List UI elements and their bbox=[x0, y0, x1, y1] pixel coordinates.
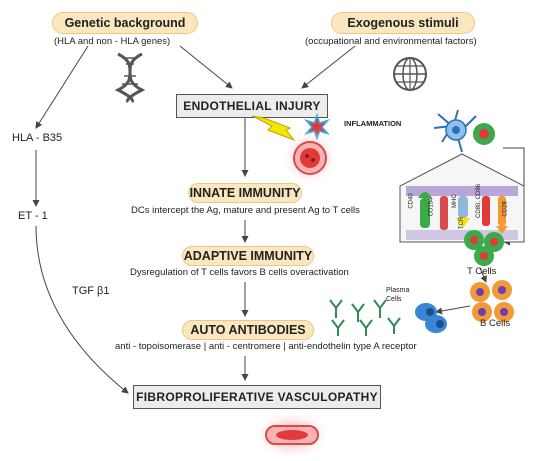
receptor-cd28-label: CD28 bbox=[502, 201, 509, 217]
t-cells-icon bbox=[464, 230, 504, 266]
antibody-icon bbox=[329, 299, 401, 336]
inflammation-burst-icon bbox=[304, 113, 330, 141]
innate-immunity-label: INNATE IMMUNITY bbox=[188, 183, 302, 203]
exogenous-stimuli-label: Exogenous stimuli bbox=[331, 12, 475, 34]
auto-antibodies-label: AUTO ANTIBODIES bbox=[182, 320, 314, 340]
lightning-icon bbox=[251, 115, 296, 142]
auto-antibodies-description: anti - topoisomerase | anti - centromere… bbox=[115, 341, 417, 352]
b-cells-label: B Cells bbox=[480, 318, 511, 329]
receptor-cd154-label: CD154 bbox=[428, 197, 435, 217]
receptor-mhc-label: MHC bbox=[451, 194, 458, 208]
genetic-background-subtitle: (HLA and non - HLA genes) bbox=[54, 36, 171, 47]
adaptive-immunity-description: Dysregulation of T cells favors B cells … bbox=[130, 267, 349, 278]
dendritic-cell-icon bbox=[433, 109, 495, 153]
receptor-cd80-cd86-label: CD80, CD86 bbox=[476, 183, 483, 219]
immune-synapse-panel bbox=[399, 153, 525, 243]
endothelial-injury-box: ENDOTHELIAL INJURY bbox=[176, 94, 328, 118]
genetic-background-label: Genetic background bbox=[52, 12, 198, 34]
plasma-cells-label: Plasma Cells bbox=[386, 287, 410, 303]
adaptive-immunity-label: ADAPTIVE IMMUNITY bbox=[182, 246, 314, 266]
dna-icon bbox=[114, 52, 146, 104]
exogenous-stimuli-subtitle: (occupational and environmental factors) bbox=[305, 36, 477, 47]
receptor-cd40-label: CD40 bbox=[408, 193, 415, 209]
tgf-beta1-label: TGF β1 bbox=[72, 285, 110, 297]
et-1-label: ET - 1 bbox=[18, 210, 48, 222]
inflammation-label: INFLAMMATION bbox=[344, 119, 402, 128]
fibroproliferative-vasculopathy-box: FIBROPROLIFERATIVE VASCULOPATHY bbox=[133, 385, 381, 409]
globe-icon bbox=[393, 57, 427, 91]
b-cells-icon bbox=[470, 280, 514, 322]
blood-vessel-icon bbox=[282, 130, 338, 186]
plasma-cells-icon bbox=[415, 303, 447, 333]
hla-b35-label: HLA - B35 bbox=[12, 132, 63, 144]
t-cells-label: T Cells bbox=[467, 266, 497, 277]
innate-immunity-description: DCs intercept the Ag, mature and present… bbox=[131, 205, 360, 216]
bottom-vessel-icon bbox=[252, 410, 332, 460]
